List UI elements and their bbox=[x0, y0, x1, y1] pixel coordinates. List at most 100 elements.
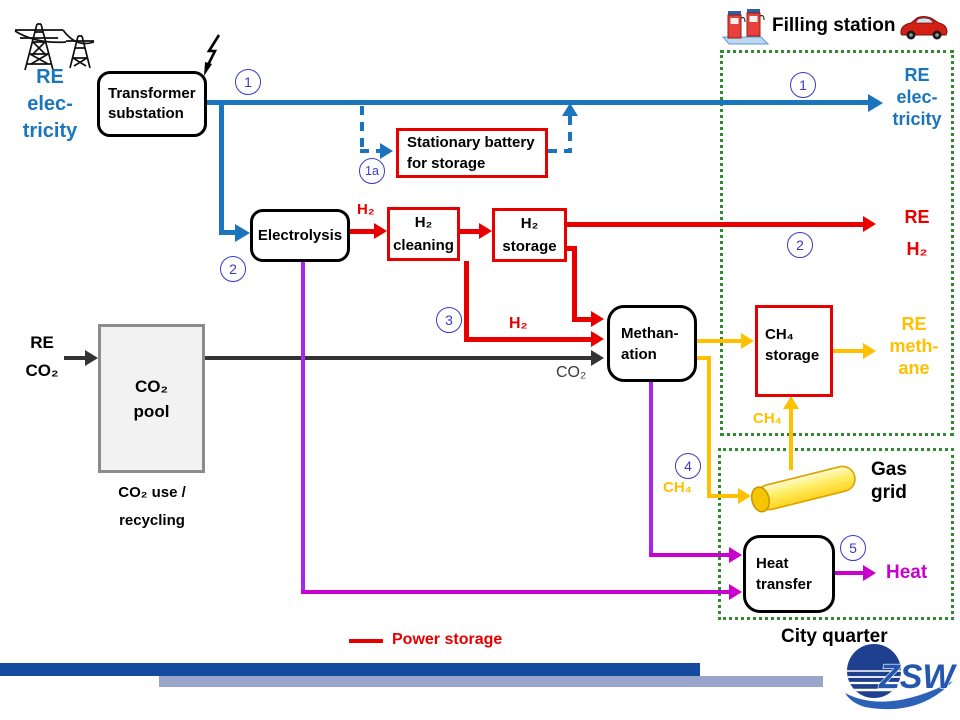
h2-flow-label-top: H₂ bbox=[357, 201, 375, 218]
arrow-ch4-grid-in bbox=[738, 488, 751, 504]
methanation-box: Methan- ation bbox=[607, 305, 697, 382]
step-badge-5: 5 bbox=[840, 535, 866, 561]
arrow-h2-right bbox=[863, 216, 876, 232]
ch4-line-storage-out bbox=[833, 349, 865, 353]
heat-line-electrolysis-down bbox=[301, 262, 305, 592]
h2-cleaning-box: H₂ cleaning bbox=[387, 207, 460, 261]
h2-line-storage-down bbox=[572, 246, 577, 320]
ch4-flow-label-up: CH₄ bbox=[753, 410, 782, 427]
power-towers-icon bbox=[14, 23, 95, 71]
heat-line-electrolysis-across bbox=[301, 590, 731, 594]
legend-power-storage-label: Power storage bbox=[392, 631, 503, 648]
ch4-storage-label-2: storage bbox=[765, 347, 820, 364]
electricity-branch-horizontal bbox=[219, 230, 237, 235]
heat-transfer-label-1: Heat bbox=[756, 555, 789, 572]
h2-line-to-methanation-low bbox=[464, 337, 591, 342]
h2-storage-label-2: storage bbox=[502, 238, 557, 255]
h2-flow-label-mid: H₂ bbox=[509, 315, 528, 332]
legend-power-storage-swatch bbox=[349, 639, 383, 643]
stationary-battery-box: Stationary battery for storage bbox=[396, 128, 548, 178]
arrow-co2-pool-in bbox=[85, 350, 98, 366]
arrow-electricity-right bbox=[868, 94, 883, 112]
co2-pool-label-1: CO₂ bbox=[134, 376, 169, 396]
heat-line-methanation-across bbox=[649, 553, 731, 557]
arrow-h2-storage-in bbox=[479, 223, 492, 239]
h2-line-to-methanation-high bbox=[572, 317, 591, 322]
source-electricity-label: RE elec- tricity bbox=[22, 66, 78, 142]
electrolysis-label: Electrolysis bbox=[257, 226, 343, 244]
zsw-logo: ZSW bbox=[845, 644, 957, 710]
ch4-line-methanation-storage bbox=[697, 339, 743, 343]
filling-station-label: Filling station bbox=[772, 15, 896, 36]
gas-pipe-icon bbox=[750, 465, 856, 513]
electrolysis-box: Electrolysis bbox=[250, 209, 350, 262]
source-co2-label: RE CO₂ bbox=[25, 333, 59, 380]
heat-transfer-label-2: transfer bbox=[756, 576, 812, 593]
city-quarter-label: City quarter bbox=[781, 626, 888, 647]
ch4-line-into-grid bbox=[707, 494, 740, 498]
arrow-methane-right bbox=[863, 343, 876, 359]
battery-dash-out bbox=[548, 149, 570, 153]
battery-dash-down bbox=[360, 106, 364, 152]
co2-pool-caption: CO₂ use / recycling bbox=[118, 484, 186, 529]
battery-label-1: Stationary battery bbox=[407, 134, 535, 151]
output-methane-label: RE meth- ane bbox=[889, 314, 939, 378]
heat-line-methanation-down bbox=[649, 382, 653, 555]
h2-line-cleaning-storage bbox=[460, 229, 481, 234]
arrow-h2-methanation-high bbox=[591, 311, 604, 327]
h2-line-electrolysis-cleaning bbox=[350, 229, 376, 234]
h2-cleaning-label-2: cleaning bbox=[393, 237, 454, 254]
co2-line-pool-methanation bbox=[205, 356, 591, 360]
arrow-co2-methanation-in bbox=[591, 350, 604, 366]
h2-storage-box: H₂ storage bbox=[492, 208, 567, 262]
arrow-ch4-storage-in bbox=[741, 333, 754, 349]
step-badge-1-left: 1 bbox=[235, 69, 261, 95]
heat-transfer-box: Heat transfer bbox=[743, 535, 835, 613]
h2-cleaning-label-1: H₂ bbox=[414, 214, 433, 231]
arrow-h2-methanation-low bbox=[591, 331, 604, 347]
co2-line-in bbox=[64, 356, 86, 360]
electricity-line-main bbox=[207, 100, 870, 105]
transformer-label-2: substation bbox=[108, 105, 184, 122]
arrow-heat-in-high bbox=[729, 547, 742, 563]
h2-line-storage-out bbox=[567, 222, 863, 227]
co2-flow-label: CO₂ bbox=[556, 364, 587, 381]
arrow-ch4-storage-up bbox=[783, 396, 799, 409]
step-badge-2-right: 2 bbox=[787, 232, 813, 258]
ch4-line-down-to-grid bbox=[707, 356, 711, 498]
lightning-icon bbox=[204, 34, 221, 76]
fuel-pumps-icon bbox=[721, 9, 770, 45]
ch4-flow-label-down: CH₄ bbox=[663, 479, 692, 496]
transformer-substation-box: Transformer substation bbox=[97, 71, 207, 137]
battery-label-2: for storage bbox=[407, 155, 486, 172]
electricity-branch-vertical bbox=[219, 103, 224, 233]
step-badge-1-right: 1 bbox=[790, 72, 816, 98]
arrow-battery-in bbox=[380, 143, 393, 159]
arrow-electrolysis-in bbox=[235, 224, 250, 242]
step-badge-2-left: 2 bbox=[220, 256, 246, 282]
heat-output-label: Heat bbox=[886, 562, 928, 583]
step-badge-1a: 1a bbox=[359, 158, 385, 184]
bottom-bar-dark bbox=[0, 663, 700, 676]
battery-dash-in bbox=[360, 149, 382, 153]
arrow-heat-out bbox=[863, 565, 876, 581]
car-icon bbox=[900, 16, 948, 40]
arrow-battery-return bbox=[562, 103, 578, 116]
filling-station-zone bbox=[720, 50, 954, 436]
methanation-label-2: ation bbox=[621, 345, 657, 363]
methanation-label-1: Methan- bbox=[621, 324, 679, 342]
co2-pool-label-2: pool bbox=[133, 401, 170, 421]
step-badge-3: 3 bbox=[436, 307, 462, 333]
bottom-bar-light bbox=[159, 676, 823, 687]
ch4-line-grid-to-storage bbox=[789, 408, 793, 470]
ch4-storage-label-1: CH₄ bbox=[765, 326, 794, 343]
gas-grid-label: Gas grid bbox=[871, 459, 907, 503]
step-badge-4: 4 bbox=[675, 453, 701, 479]
battery-dash-up bbox=[568, 116, 572, 153]
output-hydrogen-label: RE H₂ bbox=[904, 207, 930, 259]
arrow-h2-cleaning-in bbox=[374, 223, 387, 239]
transformer-label-1: Transformer bbox=[108, 85, 196, 102]
heat-line-out bbox=[835, 571, 865, 575]
h2-storage-label-1: H₂ bbox=[520, 215, 539, 232]
